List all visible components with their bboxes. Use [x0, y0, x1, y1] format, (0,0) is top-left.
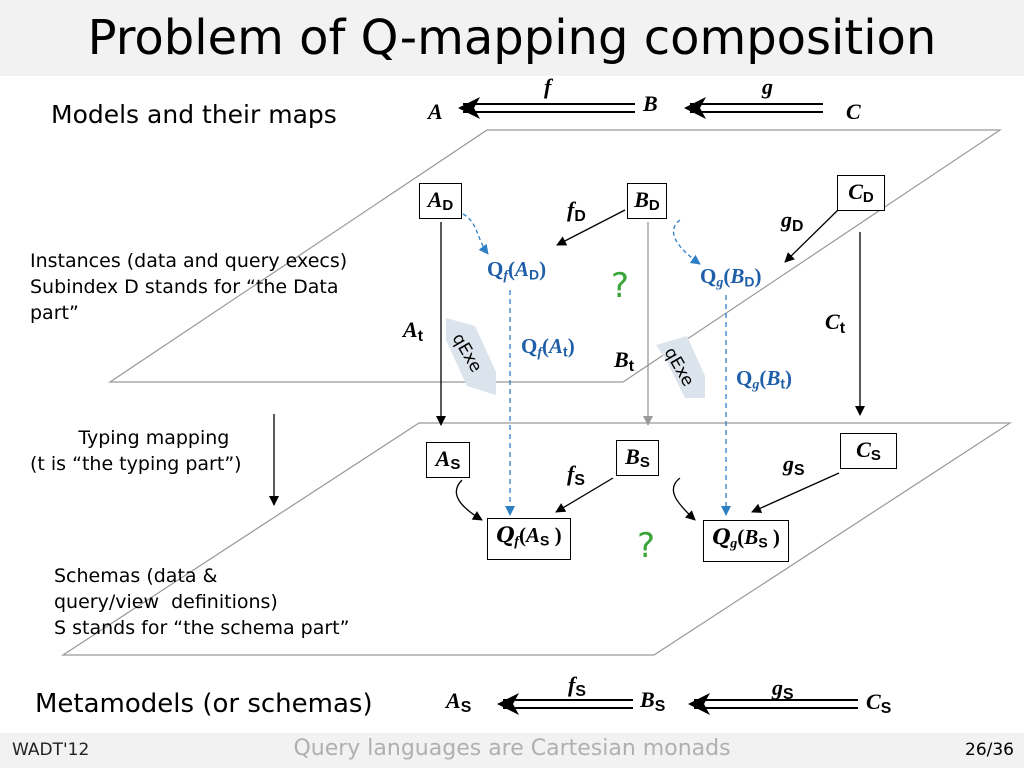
label-ct: Ct: [825, 309, 845, 337]
top-a: A: [428, 99, 443, 124]
qexe-ribbon-left: [446, 318, 496, 395]
ad-q-dashed: [462, 213, 489, 255]
footer-conference: WADT'12: [12, 740, 90, 760]
query-qg-bs: Qg(BS ): [703, 520, 789, 562]
node-ad: AD: [419, 183, 462, 219]
gs-arrow: [751, 472, 840, 513]
top-c: C: [846, 99, 861, 124]
instances-label: Instances (data and query execs) Subinde…: [30, 250, 348, 324]
node-bs: BS: [616, 440, 659, 476]
bottom-g: gS: [772, 675, 794, 703]
node-cs: CS: [840, 433, 897, 469]
typing-label: Typing mapping (t is “the typing part”): [30, 427, 242, 475]
label-gd: gD: [781, 207, 804, 235]
label-at: At: [403, 317, 423, 345]
fd-arrow: [556, 209, 626, 246]
metamodels-label: Metamodels (or schemas): [35, 689, 373, 719]
node-as: AS: [426, 442, 470, 478]
query-qf-as: Qf(AS ): [487, 518, 571, 560]
label-fd: fD: [567, 197, 586, 225]
footer-talk-title: Query languages are Cartesian monads: [293, 736, 731, 761]
slide-title: Problem of Q-mapping composition: [87, 10, 937, 66]
query-qf-at: Qf(At): [521, 334, 575, 361]
query-qg-bt: Qg(Bt): [736, 366, 793, 393]
bs-hook: [672, 477, 696, 521]
schema-plane: [60, 422, 1013, 656]
bottom-a: AS: [446, 688, 472, 716]
footer-page-number: 26/36: [965, 740, 1014, 760]
bottom-b: BS: [640, 687, 666, 715]
top-b: B: [643, 91, 658, 116]
node-cd: CD: [837, 175, 885, 211]
label-bt: Bt: [614, 347, 634, 375]
gd-arrow: [784, 209, 839, 263]
fs-arrow: [555, 477, 614, 513]
question-instance: ?: [611, 266, 630, 306]
node-bd: BD: [627, 183, 667, 219]
instance-plane: [108, 129, 1002, 383]
label-fs: fS: [567, 461, 585, 489]
footer-band: [0, 733, 1024, 768]
query-qf-ad: Qf(AD): [487, 257, 547, 284]
models-label: Models and their maps: [51, 100, 337, 129]
query-qg-bd: Qg(BD): [700, 264, 762, 291]
as-hook: [455, 479, 483, 521]
label-gs: gS: [783, 451, 805, 479]
bottom-f: fS: [568, 672, 586, 700]
bottom-c: CS: [866, 689, 892, 717]
title-band: [0, 0, 1024, 76]
bottom-g-arrow: [688, 693, 858, 715]
top-f: f: [544, 74, 552, 99]
top-f-arrow: [458, 97, 635, 119]
bd-q-dashed: [672, 219, 701, 265]
qexe-ribbon-right: [656, 336, 705, 398]
bottom-f-arrow: [497, 693, 633, 715]
schemas-label: Schemas (data & query/view definitions) …: [54, 565, 350, 639]
question-schema: ?: [637, 526, 656, 566]
top-g-arrow: [684, 97, 823, 119]
top-g: g: [762, 74, 773, 99]
